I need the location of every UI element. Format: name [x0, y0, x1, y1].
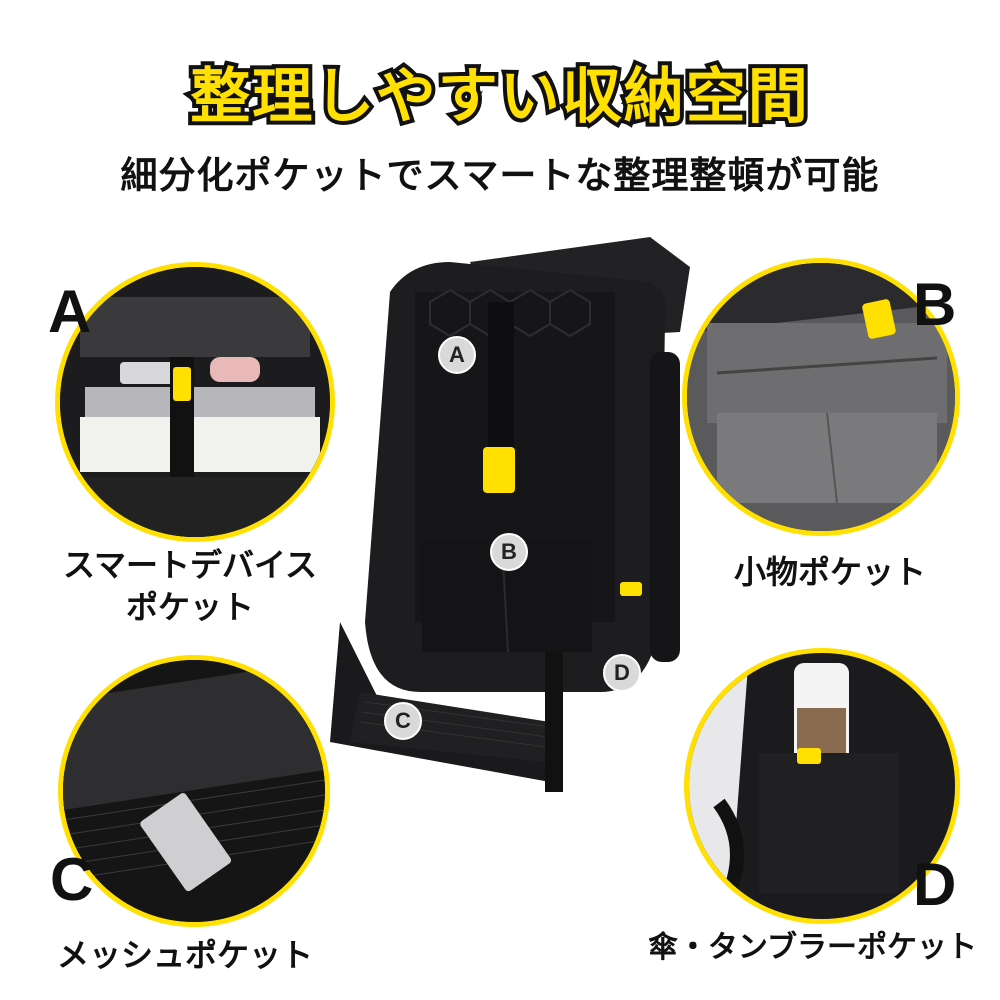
marker-d: D — [603, 654, 641, 692]
marker-c: C — [384, 702, 422, 740]
caption-line-2: ポケット — [125, 587, 254, 626]
photo-small-item-pocket — [682, 258, 960, 536]
photo-mesh-pocket — [58, 655, 330, 927]
caption-umbrella-tumbler-pocket: 傘・タンブラーポケット — [647, 930, 978, 965]
letter-b: B — [913, 271, 957, 338]
photo-smart-device-pocket — [55, 262, 335, 542]
letter-c: C — [50, 846, 94, 913]
letter-a: A — [48, 278, 92, 345]
page-subtitle: 細分化ポケットでスマートな整理整頓が可能 — [120, 154, 880, 197]
caption-small-item-pocket: 小物ポケット — [733, 553, 926, 591]
caption-mesh-pocket: メッシュポケット — [56, 936, 313, 974]
caption-smart-device-pocket: スマートデバイス ポケット — [40, 545, 340, 628]
photo-umbrella-tumbler-pocket — [684, 648, 960, 924]
page-title: 整理しやすい収納空間 — [186, 58, 811, 136]
marker-a: A — [438, 336, 476, 374]
marker-b: B — [490, 533, 528, 571]
letter-d: D — [913, 851, 957, 918]
caption-line-1: スマートデバイス — [62, 546, 318, 584]
backpack-photo — [320, 222, 700, 812]
